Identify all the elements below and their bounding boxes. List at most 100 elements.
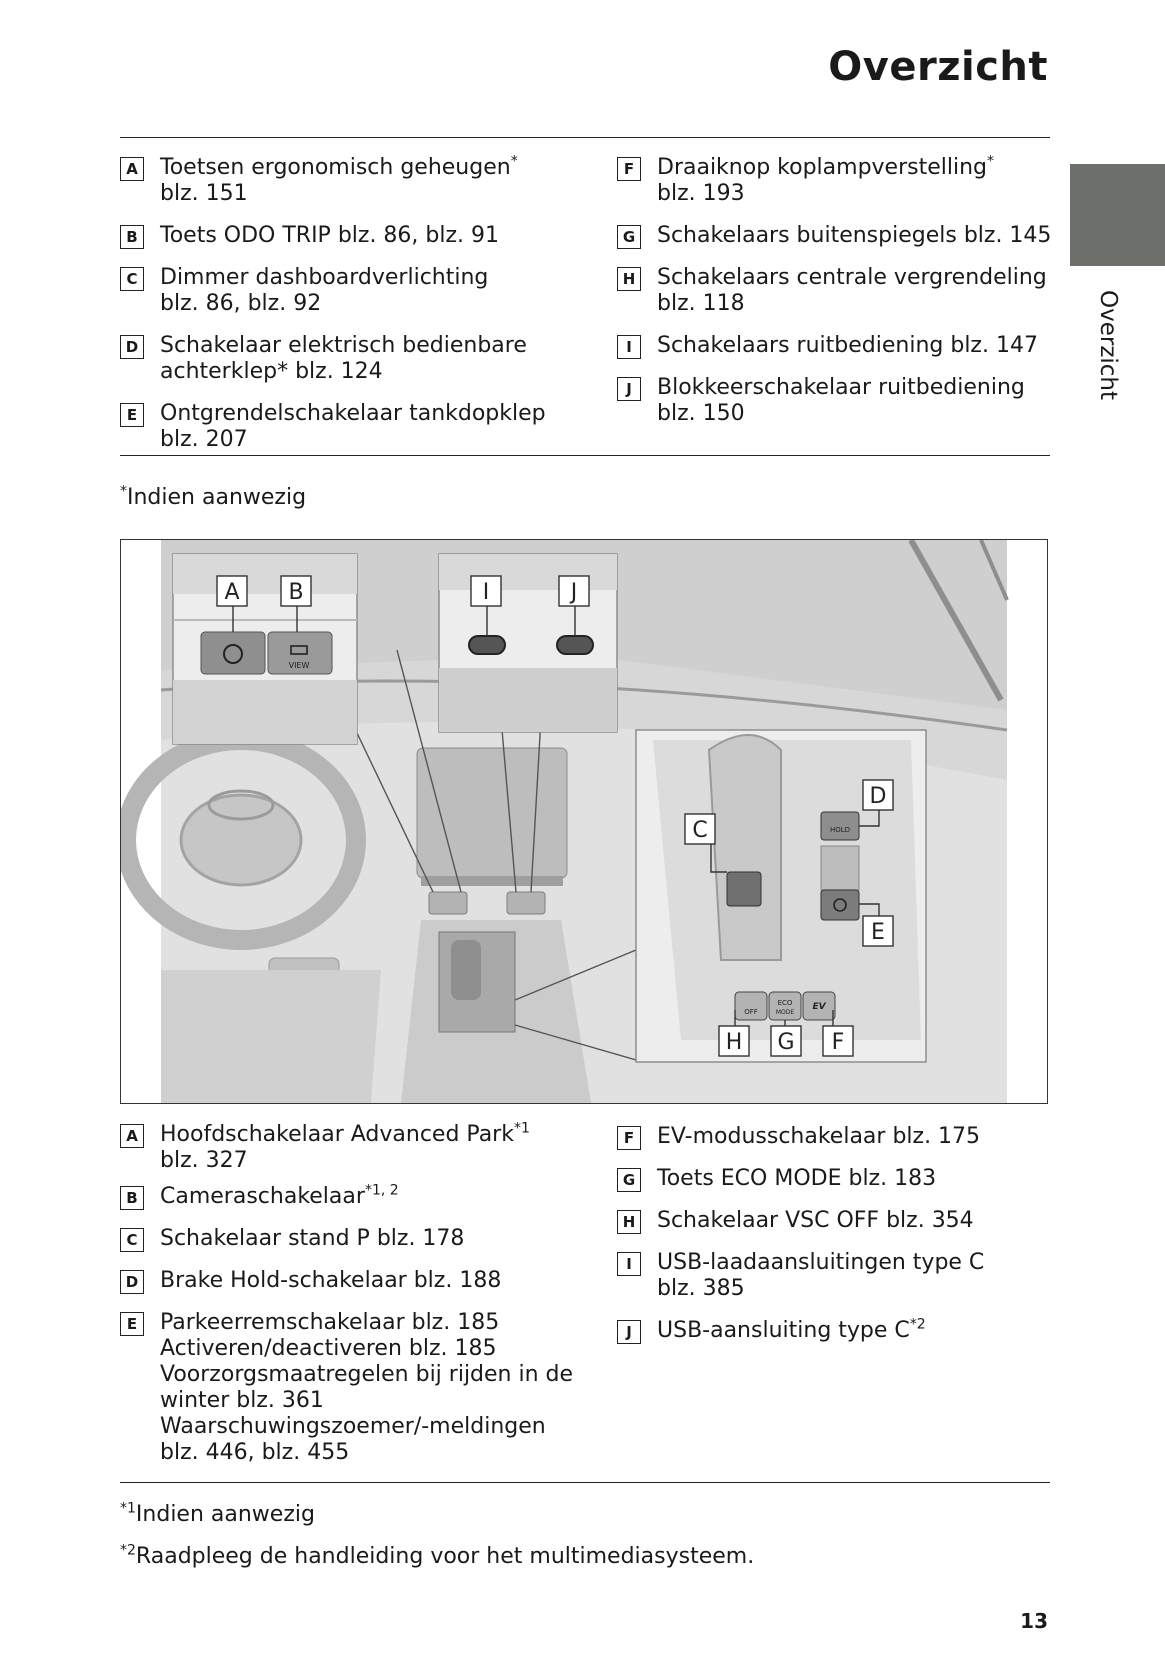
- callout-D: D: [870, 784, 887, 809]
- item-line2: blz. 193: [657, 181, 745, 206]
- ev-button-text: EV: [812, 1002, 826, 1012]
- item-line2: blz. 150: [657, 401, 745, 426]
- list-item: E Parkeerremschakelaar blz. 185 Activere…: [120, 1310, 590, 1466]
- item-key: J: [617, 377, 641, 401]
- item-line: blz. 446, blz. 455: [160, 1440, 350, 1465]
- list-item: J USB-aansluiting type C*2: [617, 1318, 1057, 1344]
- item-key: H: [617, 267, 641, 291]
- list-item: G Schakelaars buitenspiegels blz. 145: [617, 223, 1057, 249]
- note-mark: *: [120, 483, 127, 500]
- item-line: blz. 327: [160, 1148, 248, 1173]
- bottom-list-right: F EV-modusschakelaar blz. 175 G Toets EC…: [617, 1124, 1057, 1360]
- list-item: G Toets ECO MODE blz. 183: [617, 1166, 1057, 1192]
- section-tab: [1070, 164, 1165, 266]
- top-list-right: F Draaiknop koplampverstelling* blz. 193…: [617, 155, 1057, 443]
- list-item: J Blokkeerschakelaar ruitbediening blz. …: [617, 375, 1057, 427]
- item-text: Schakelaar VSC OFF blz. 354: [657, 1208, 974, 1233]
- item-text: Schakelaars ruitbediening blz. 147: [657, 333, 1038, 358]
- list-item: C Schakelaar stand P blz. 178: [120, 1226, 590, 1252]
- callout-F: F: [832, 1030, 845, 1055]
- item-text: Schakelaars centrale vergrendeling: [657, 265, 1047, 290]
- item-line2: blz. 151: [160, 181, 248, 206]
- item-text: USB-laadaansluitingen type C: [657, 1250, 985, 1275]
- item-text: EV-modusschakelaar blz. 175: [657, 1124, 981, 1149]
- footnote-2: *2Raadpleeg de handleiding voor het mult…: [120, 1544, 754, 1569]
- page-number: 13: [1020, 1609, 1048, 1633]
- list-item: C Dimmer dashboardverlichting blz. 86, b…: [120, 265, 590, 317]
- item-key: F: [617, 157, 641, 181]
- item-sup: *1, 2: [364, 1182, 399, 1199]
- callout-I: I: [483, 580, 490, 605]
- top-list-left: A Toetsen ergonomisch geheugen* blz. 151…: [120, 155, 590, 469]
- callout-B: B: [288, 580, 303, 605]
- footnote-mark: *1: [120, 1500, 136, 1517]
- item-text: Ontgrendelschakelaar tankdopklep: [160, 401, 546, 426]
- item-line2: blz. 86, blz. 92: [160, 291, 322, 316]
- item-line2: achterklep* blz. 124: [160, 359, 383, 384]
- footnote-text: Raadpleeg de handleiding voor het multim…: [135, 1544, 755, 1569]
- item-key: J: [617, 1320, 641, 1344]
- item-key: E: [120, 1312, 144, 1336]
- callout-H: H: [726, 1030, 743, 1055]
- dashboard-drawing: VIEW A B I J HOLD OFF ECO MODE: [121, 540, 1047, 1103]
- list-item: F Draaiknop koplampverstelling* blz. 193: [617, 155, 1057, 207]
- item-text: Toets ODO TRIP blz. 86, blz. 91: [160, 223, 500, 248]
- list-item: I Schakelaars ruitbediening blz. 147: [617, 333, 1057, 359]
- item-text: Toets ECO MODE blz. 183: [657, 1166, 937, 1191]
- item-key: H: [617, 1210, 641, 1234]
- eco-mode-button-text: MODE: [776, 1009, 795, 1016]
- item-line: Activeren/deactiveren blz. 185: [160, 1336, 497, 1361]
- item-key: A: [120, 1124, 144, 1148]
- eco-button-text: ECO: [778, 999, 793, 1007]
- item-key: G: [617, 225, 641, 249]
- list-item: A Hoofdschakelaar Advanced Park*1 blz. 3…: [120, 1122, 590, 1174]
- item-key: A: [120, 157, 144, 181]
- item-key: I: [617, 335, 641, 359]
- note-text: Indien aanwezig: [127, 485, 307, 510]
- top-divider: [120, 137, 1050, 138]
- hold-button-text: HOLD: [830, 826, 850, 834]
- item-key: G: [617, 1168, 641, 1192]
- item-key: C: [120, 1228, 144, 1252]
- page-title: Overzicht: [828, 44, 1048, 90]
- list-item: I USB-laadaansluitingen type C blz. 385: [617, 1250, 1057, 1302]
- list-item: H Schakelaar VSC OFF blz. 354: [617, 1208, 1057, 1234]
- item-text: Dimmer dashboardverlichting: [160, 265, 489, 290]
- footnote-mark: *2: [120, 1542, 136, 1559]
- list-item: A Toetsen ergonomisch geheugen* blz. 151: [120, 155, 590, 207]
- vsc-off-button-text: OFF: [744, 1008, 758, 1016]
- item-sup: *2: [909, 1316, 926, 1333]
- list-item: E Ontgrendelschakelaar tankdopklep blz. …: [120, 401, 590, 453]
- callout-A: A: [224, 580, 239, 605]
- item-text: Parkeerremschakelaar blz. 185: [160, 1310, 500, 1335]
- item-key: C: [120, 267, 144, 291]
- item-sup: *: [510, 153, 518, 170]
- bottom-list-left: A Hoofdschakelaar Advanced Park*1 blz. 3…: [120, 1122, 590, 1482]
- item-key: I: [617, 1252, 641, 1276]
- dashboard-illustration: VIEW A B I J HOLD OFF ECO MODE: [120, 539, 1048, 1104]
- item-sup: *: [987, 153, 994, 170]
- list-item: B Cameraschakelaar*1, 2: [120, 1184, 590, 1210]
- footnote-text: Indien aanwezig: [135, 1502, 315, 1527]
- item-line: blz. 385: [657, 1276, 745, 1301]
- list-item: D Brake Hold-schakelaar blz. 188: [120, 1268, 590, 1294]
- item-text: Toetsen ergonomisch geheugen: [160, 155, 511, 180]
- item-text: Hoofdschakelaar Advanced Park: [160, 1122, 514, 1147]
- item-text: Blokkeerschakelaar ruitbediening: [657, 375, 1025, 400]
- view-button-text: VIEW: [289, 661, 310, 670]
- callout-C: C: [692, 818, 707, 843]
- item-text: Brake Hold-schakelaar blz. 188: [160, 1268, 502, 1293]
- list-item: F EV-modusschakelaar blz. 175: [617, 1124, 1057, 1150]
- item-key: F: [617, 1126, 641, 1150]
- item-key: D: [120, 1270, 144, 1294]
- footnote-1: *1Indien aanwezig: [120, 1502, 315, 1527]
- bottom-list-divider: [120, 1482, 1050, 1483]
- item-line2: blz. 207: [160, 427, 248, 452]
- item-line: Waarschuwingszoemer/-meldingen: [160, 1414, 546, 1439]
- item-key: E: [120, 403, 144, 427]
- item-key: B: [120, 1186, 144, 1210]
- list-item: B Toets ODO TRIP blz. 86, blz. 91: [120, 223, 590, 249]
- availability-note: *Indien aanwezig: [120, 485, 306, 510]
- item-text: Schakelaar elektrisch bedienbare: [160, 333, 527, 358]
- item-key: D: [120, 335, 144, 359]
